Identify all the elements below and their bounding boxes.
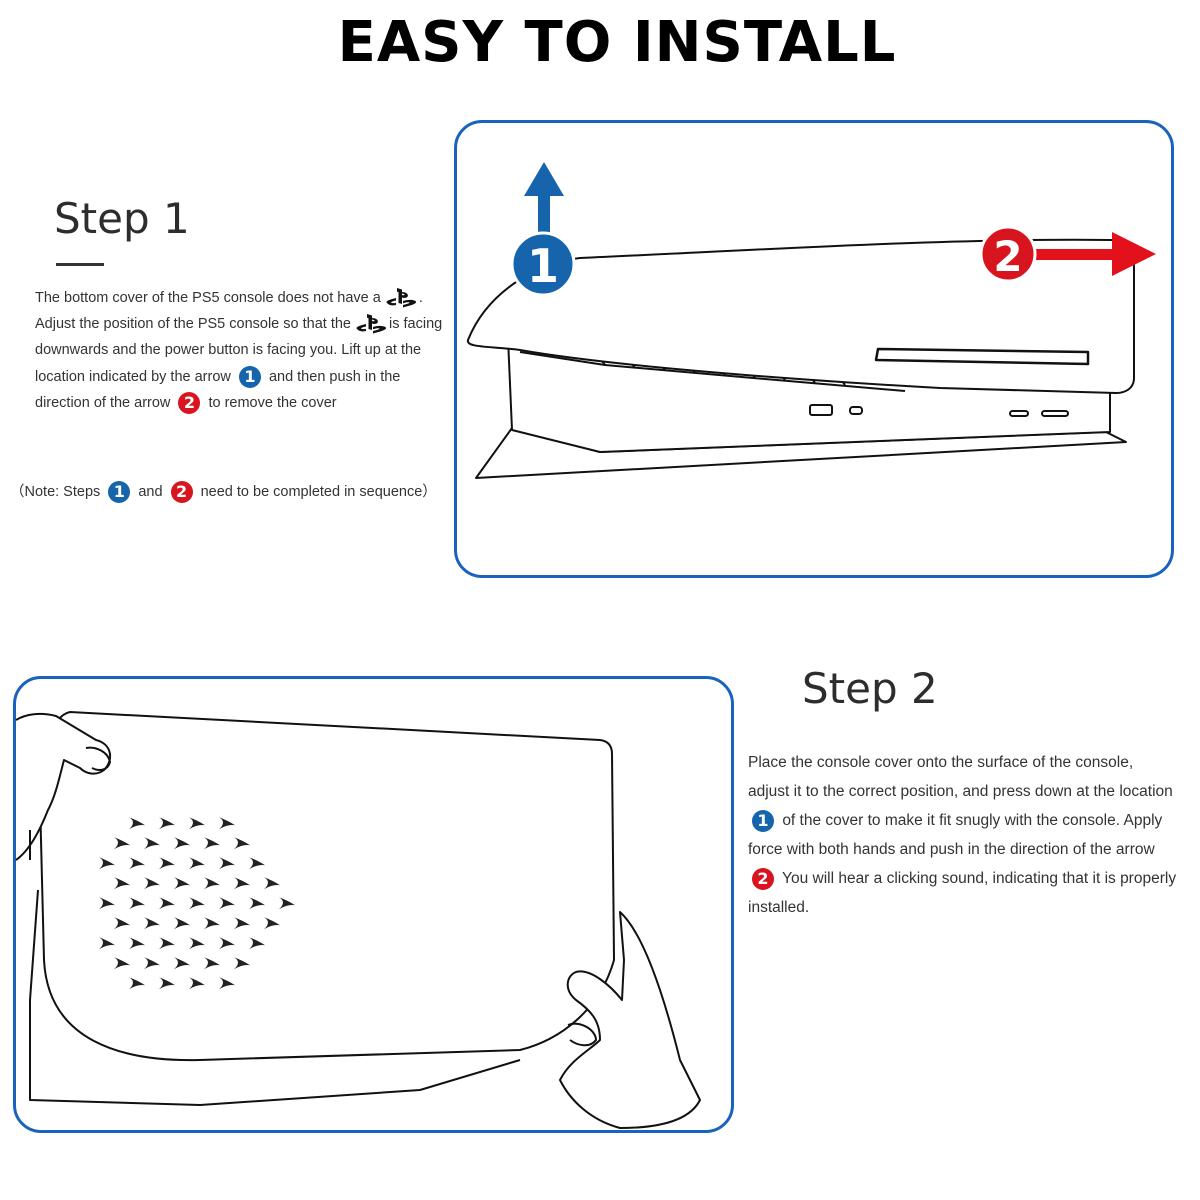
playstation-logo-icon <box>356 314 387 334</box>
texture-mark <box>219 937 235 950</box>
texture-mark <box>144 917 160 930</box>
step2-line-1: Place the console cover onto the surface… <box>748 754 1134 771</box>
figure-badge-1: 1 <box>510 231 576 297</box>
step1-line-1: The bottom cover of the PS5 console does… <box>35 285 455 311</box>
cover-texture-pattern <box>99 817 295 990</box>
arrow-right-icon <box>1036 232 1156 276</box>
step-badge-1: 1 <box>752 809 774 832</box>
step2-instructions: Place the console cover onto the surface… <box>748 748 1196 922</box>
texture-mark <box>219 857 235 870</box>
step1-line-5-end: to remove the cover <box>208 394 337 411</box>
texture-mark <box>99 937 115 950</box>
step-badge-1: 1 <box>238 365 261 388</box>
step1-figure-frame <box>454 120 1174 578</box>
texture-mark <box>159 937 175 950</box>
step-badge-2: 2 <box>178 391 201 414</box>
step2-line-5-end: You will hear a clicking sound, indicati… <box>782 870 1177 887</box>
step1-line-1-text: The bottom cover of the PS5 console does… <box>35 290 381 306</box>
texture-mark <box>234 917 250 930</box>
step1-line-2: Adjust the position of the PS5 console s… <box>35 311 455 337</box>
texture-mark <box>264 877 280 890</box>
step-badge-1: 1 <box>108 481 131 504</box>
step1-note: （Note: Steps 1 and 2 need to be complete… <box>10 480 450 504</box>
step1-line-1-end: . <box>418 290 423 306</box>
console-illustration <box>467 238 1135 479</box>
step1-line-3: downwards and the power button is facing… <box>35 342 422 359</box>
texture-mark <box>159 897 175 910</box>
texture-mark <box>234 957 250 970</box>
texture-mark <box>249 937 265 950</box>
step1-line-5: direction of the arrow 2 to remove the c… <box>35 390 455 416</box>
texture-mark <box>144 957 160 970</box>
texture-mark <box>159 857 175 870</box>
texture-mark <box>174 877 190 890</box>
step2-line-4: force with both hands and push in the di… <box>748 841 1155 858</box>
step1-line-4-end: and then push in the <box>268 368 401 385</box>
texture-mark <box>264 917 280 930</box>
cover-illustration <box>15 711 701 1129</box>
texture-mark <box>204 837 220 850</box>
texture-mark <box>204 917 220 930</box>
texture-mark <box>129 897 145 910</box>
texture-mark <box>159 977 175 990</box>
note-start: （Note: Steps <box>10 484 101 500</box>
texture-mark <box>114 837 130 850</box>
figure-badge-1-label: 1 <box>527 239 559 293</box>
texture-mark <box>189 857 205 870</box>
note-end: need to be completed in sequence） <box>200 484 437 500</box>
texture-mark <box>129 857 145 870</box>
step1-line-4-start: location indicated by the arrow <box>35 368 231 385</box>
texture-mark <box>189 937 205 950</box>
texture-mark <box>159 817 175 830</box>
texture-mark <box>114 877 130 890</box>
texture-mark <box>249 857 265 870</box>
playstation-logo-icon <box>386 288 416 308</box>
texture-mark <box>219 897 235 910</box>
step1-title: Step 1 <box>54 194 190 243</box>
texture-mark <box>219 817 235 830</box>
texture-mark <box>234 837 250 850</box>
step-badge-2: 2 <box>752 867 774 890</box>
texture-mark <box>114 917 130 930</box>
texture-mark <box>114 957 130 970</box>
texture-mark <box>189 817 205 830</box>
texture-mark <box>129 977 145 990</box>
step1-line-2-start: Adjust the position of the PS5 console s… <box>35 316 351 333</box>
texture-mark <box>189 897 205 910</box>
texture-mark <box>219 977 235 990</box>
texture-mark <box>234 877 250 890</box>
note-mid: and <box>138 484 163 500</box>
step2-line-5: 2 You will hear a clicking sound, indica… <box>748 864 1196 893</box>
step2-line-3: 1 of the cover to make it fit snugly wit… <box>748 806 1196 835</box>
step1-line-2-end: is facing <box>389 316 443 333</box>
step2-figure-frame <box>13 676 734 1133</box>
step1-line-4: location indicated by the arrow 1 and th… <box>35 364 455 390</box>
figure-badge-2-label: 2 <box>993 232 1022 281</box>
step2-line-2: adjust it to the correct position, and p… <box>748 783 1173 800</box>
texture-mark <box>144 877 160 890</box>
texture-mark <box>174 837 190 850</box>
texture-mark <box>174 917 190 930</box>
texture-mark <box>99 897 115 910</box>
step1-line-5-start: direction of the arrow <box>35 394 171 411</box>
step-badge-2: 2 <box>170 481 193 504</box>
texture-mark <box>204 877 220 890</box>
texture-mark <box>129 817 145 830</box>
step2-title: Step 2 <box>802 664 938 713</box>
texture-mark <box>204 957 220 970</box>
page-title: EASY TO INSTALL <box>337 10 897 75</box>
step1-instructions: The bottom cover of the PS5 console does… <box>35 285 455 416</box>
step1-underline <box>56 263 104 266</box>
texture-mark <box>129 937 145 950</box>
texture-mark <box>99 857 115 870</box>
texture-mark <box>249 897 265 910</box>
texture-mark <box>189 977 205 990</box>
figure-badge-2: 2 <box>979 225 1037 283</box>
step2-line-6: installed. <box>748 899 810 916</box>
texture-mark <box>279 897 295 910</box>
step2-line-3-end: of the cover to make it fit snugly with … <box>782 812 1163 829</box>
texture-mark <box>174 957 190 970</box>
texture-mark <box>144 837 160 850</box>
